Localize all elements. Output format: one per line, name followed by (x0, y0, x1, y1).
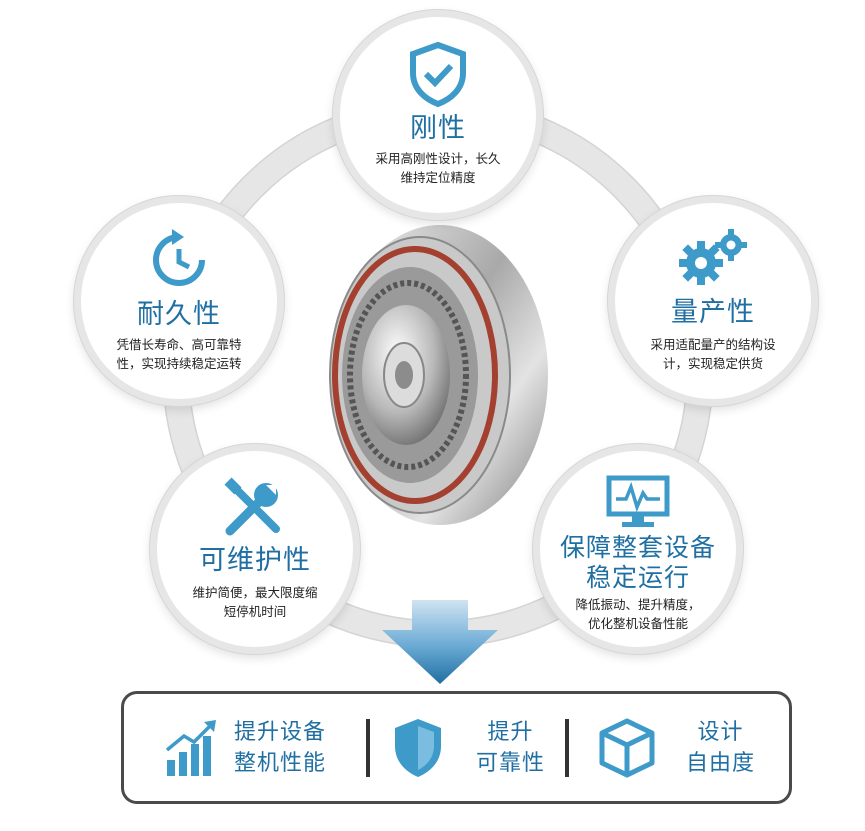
feature-stable-operation: 保障整套设备 稳定运行 降低振动、提升精度， 优化整机设备性能 (533, 444, 743, 654)
feature-rigidity: 刚性 采用高刚性设计，长久 维持定位精度 (333, 10, 543, 220)
feature-desc: 维护简便，最大限度缩 (192, 585, 318, 600)
feature-title: 可维护性 (199, 545, 311, 576)
benefit-reliability: 提升 可靠性 (392, 694, 572, 801)
benefit-label: 可靠性 (476, 750, 546, 776)
clock-refresh-icon (153, 229, 205, 286)
feature-title: 稳定运行 (585, 563, 690, 592)
wrench-screwdriver-icon (224, 477, 280, 536)
benefit-label: 自由度 (686, 750, 756, 776)
down-arrow (382, 600, 498, 684)
shield-icon (395, 718, 441, 777)
cube-icon (599, 718, 655, 777)
feature-title: 耐久性 (137, 299, 221, 330)
feature-durability: 耐久性 凭借长寿命、高可靠特 性，实现持续稳定运转 (74, 196, 284, 406)
feature-desc: 采用适配量产的结构设 (650, 337, 776, 352)
feature-desc: 维持定位精度 (400, 170, 476, 185)
reducer-image (329, 225, 548, 525)
benefit-performance: 提升设备 整机性能 (164, 694, 364, 801)
benefit-label: 设计 (697, 719, 744, 745)
monitor-waveform-icon (606, 475, 670, 527)
feature-title: 保障整套设备 (559, 533, 716, 562)
divider (366, 719, 370, 777)
shield-check-icon (410, 41, 466, 108)
divider (565, 719, 569, 777)
growth-chart-icon (165, 719, 216, 776)
feature-mass-production: 量产性 采用适配量产的结构设 计，实现稳定供货 (608, 196, 818, 406)
feature-desc: 计，实现稳定供货 (662, 356, 763, 371)
benefits-bar: 提升设备 整机性能 提升 可靠性 设计 自由度 (121, 691, 792, 804)
feature-desc: 凭借长寿命、高可靠特 (116, 337, 242, 352)
feature-title: 量产性 (671, 297, 755, 328)
feature-desc: 短停机时间 (223, 604, 287, 619)
feature-desc: 性，实现持续稳定运转 (116, 356, 242, 371)
feature-desc: 优化整机设备性能 (587, 616, 688, 631)
feature-desc: 采用高刚性设计，长久 (375, 151, 501, 166)
benefit-design-freedom: 设计 自由度 (598, 694, 778, 801)
feature-title: 刚性 (410, 113, 466, 144)
feature-maintainability: 可维护性 维护简便，最大限度缩 短停机时间 (150, 444, 360, 654)
benefit-label: 提升 (487, 719, 534, 745)
feature-desc: 降低振动、提升精度， (575, 597, 701, 612)
benefit-label: 整机性能 (234, 750, 327, 776)
benefit-label: 提升设备 (234, 719, 327, 745)
gears-icon (679, 229, 747, 285)
